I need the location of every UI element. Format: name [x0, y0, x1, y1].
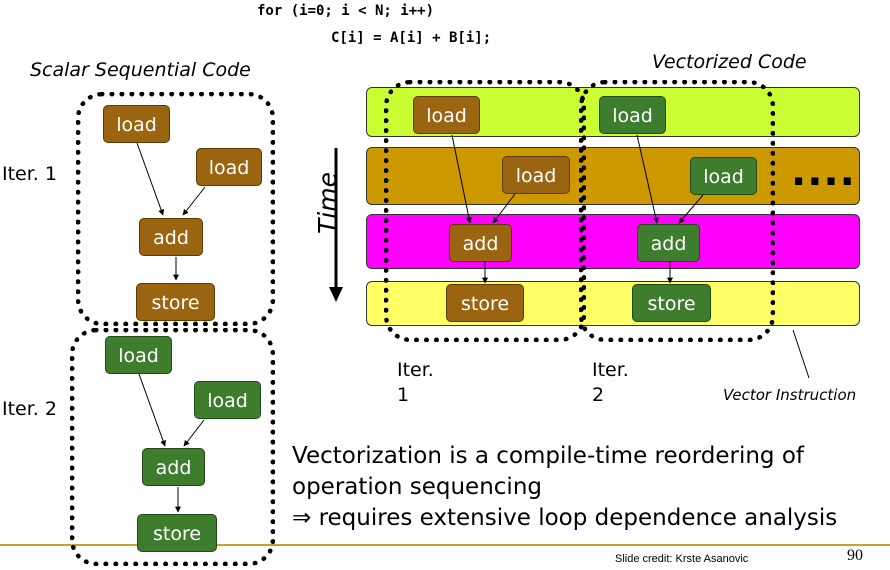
vector-iter1-load-b: load [502, 156, 570, 194]
vector-iter2-load-a: load [599, 96, 666, 134]
code-line-2: C[i] = A[i] + B[i]; [331, 30, 492, 46]
vector-iter2-label-b: 2 [592, 384, 605, 406]
vector-instruction-label: Vector Instruction [723, 386, 857, 404]
body-line-1: Vectorization is a compile-time reorderi… [292, 443, 805, 469]
body-line-3: ⇒ requires extensive loop dependence ana… [292, 505, 838, 531]
scalar-title: Scalar Sequential Code [30, 59, 251, 81]
slide-credit: Slide credit: Krste Asanovic [615, 553, 749, 565]
scalar-iter2-load-a: load [105, 336, 172, 374]
scalar-iter1-store: store [136, 283, 215, 321]
more-iterations-ellipsis: .... [791, 149, 856, 195]
page-number: 90 [847, 547, 863, 564]
vector-iter2-label-a: Iter. [592, 359, 629, 381]
vector-iter1-add: add [449, 224, 512, 262]
scalar-iter2-label: Iter. 2 [2, 398, 57, 420]
vector-add-band [366, 214, 860, 269]
vector-iter1-load-a: load [413, 96, 480, 134]
scalar-iter1-label: Iter. 1 [2, 163, 57, 185]
scalar-iter1-load-a: load [103, 105, 170, 143]
vector-iter2-frame [579, 80, 775, 342]
time-label: Time [313, 172, 342, 234]
scalar-iter1-frame [76, 92, 275, 326]
vector-load-band-2 [366, 147, 860, 205]
vector-iter1-label-b: 1 [397, 384, 410, 406]
vector-iter1-label-a: Iter. [397, 359, 434, 381]
body-line-2: operation sequencing [292, 474, 542, 500]
code-line-1: for (i=0; i < N; i++) [257, 3, 435, 19]
scalar-iter2-store: store [137, 514, 217, 552]
vector-title: Vectorized Code [652, 51, 807, 73]
vector-iter2-load-b: load [690, 157, 757, 195]
scalar-iter1-load-b: load [196, 148, 262, 186]
scalar-iter2-load-b: load [194, 381, 261, 419]
scalar-iter2-add: add [142, 448, 205, 486]
scalar-iter2-frame [70, 328, 275, 566]
scalar-iter1-add: add [139, 218, 203, 256]
vector-iter2-store: store [632, 284, 711, 322]
vector-iter2-add: add [637, 224, 700, 262]
vector-iter1-store: store [446, 284, 524, 322]
